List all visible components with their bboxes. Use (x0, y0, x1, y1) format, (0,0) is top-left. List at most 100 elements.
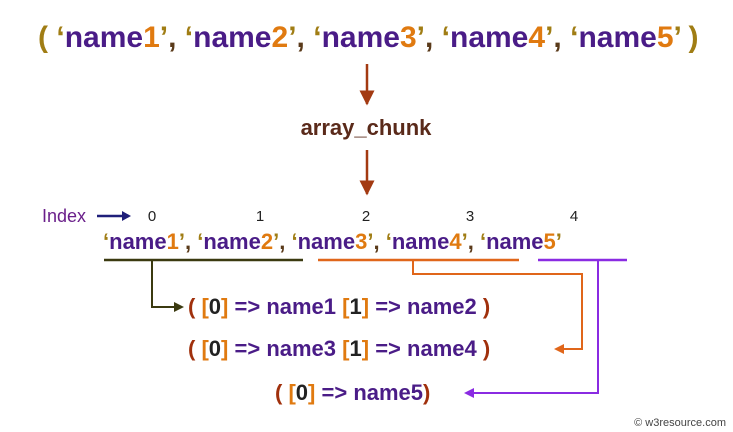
idx-comma-1: , (185, 229, 191, 254)
input-name-5-base: name (578, 21, 656, 54)
idx-quote-close-5: ’ (556, 229, 562, 254)
result-1-value-2: name2 (407, 294, 477, 319)
idx-name-3-base: name (298, 229, 355, 254)
input-close-paren: ) (689, 21, 699, 54)
connector-2-head (554, 344, 564, 354)
result-2-bracket-open-2: [ (342, 336, 350, 361)
result-2-bracket-close-1: ] (221, 336, 228, 361)
comma-3: , (425, 21, 433, 54)
index-3: 3 (466, 208, 474, 225)
quote-close-5: ’ (674, 21, 681, 54)
connector-1-head (174, 302, 184, 312)
input-name-1-digit: 1 (143, 21, 160, 54)
comma-1: , (168, 21, 176, 54)
result-3-open-paren: ( (275, 380, 283, 405)
result-1-key-2: 1 (349, 294, 361, 319)
index-label: Index (42, 206, 86, 226)
result-1-bracket-close-2: ] (362, 294, 369, 319)
input-name-4-base: name (450, 21, 528, 54)
connector-1 (151, 260, 176, 308)
quote-close-2: ’ (288, 21, 296, 54)
result-2: ( [0] => name3 [1] => name4 ) (188, 336, 490, 361)
connector-3 (472, 260, 599, 394)
quote-open-1: ‘ (56, 21, 64, 54)
idx-name-1-base: name (109, 229, 166, 254)
idx-quote-open-5: ‘ (480, 229, 486, 254)
result-3-value-1: name5 (353, 380, 423, 405)
result-1-value-1: name1 (266, 294, 336, 319)
idx-name-2-digit: 2 (261, 229, 273, 254)
result-1-key-1: 0 (209, 294, 221, 319)
result-3-close-paren: ) (423, 380, 430, 405)
result-1-open-paren: ( (188, 294, 196, 319)
result-2-key-2: 1 (349, 336, 361, 361)
result-3-key-1: 0 (296, 380, 308, 405)
idx-name-5-base: name (486, 229, 543, 254)
idx-quote-close-4: ’ (462, 229, 468, 254)
input-name-2-base: name (193, 21, 271, 54)
idx-name-2-base: name (203, 229, 260, 254)
idx-quote-open-3: ‘ (291, 229, 297, 254)
input-name-3-digit: 3 (400, 21, 417, 54)
result-2-arrow-2: => (375, 336, 401, 361)
quote-close-4: ’ (545, 21, 553, 54)
function-label: array_chunk (301, 115, 433, 140)
result-2-close-paren: ) (483, 336, 490, 361)
result-1-arrow-1: => (234, 294, 260, 319)
quote-open-2: ‘ (185, 21, 193, 54)
input-name-2-digit: 2 (272, 21, 289, 54)
indexed-array: ‘name1’, ‘name2’, ‘name3’, ‘name4’, ‘nam… (103, 229, 562, 254)
index-2: 2 (362, 208, 370, 225)
quote-open-4: ‘ (442, 21, 450, 54)
index-0: 0 (148, 208, 156, 225)
result-3-bracket-open-1: [ (288, 380, 296, 405)
idx-name-4-digit: 4 (449, 229, 462, 254)
input-name-3-base: name (322, 21, 400, 54)
idx-quote-open-4: ‘ (386, 229, 392, 254)
connector-3-head (464, 388, 474, 398)
idx-quote-open-1: ‘ (103, 229, 109, 254)
result-2-bracket-open-1: [ (201, 336, 209, 361)
quote-open-5: ‘ (570, 21, 578, 54)
idx-quote-open-2: ‘ (197, 229, 203, 254)
result-3-bracket-close-1: ] (308, 380, 315, 405)
index-arrow-head (122, 211, 131, 221)
index-1: 1 (256, 208, 264, 225)
input-name-5-digit: 5 (657, 21, 674, 54)
result-1: ( [0] => name1 [1] => name2 ) (188, 294, 490, 319)
connector-2 (412, 260, 583, 350)
idx-name-1-digit: 1 (167, 229, 179, 254)
result-1-arrow-2: => (375, 294, 401, 319)
index-4: 4 (570, 208, 578, 225)
idx-name-4-base: name (392, 229, 449, 254)
idx-name-5-digit: 5 (544, 229, 556, 254)
idx-comma-3: , (373, 229, 379, 254)
result-2-arrow-1: => (234, 336, 260, 361)
input-name-1-base: name (65, 21, 143, 54)
idx-quote-close-2: ’ (273, 229, 279, 254)
idx-comma-4: , (468, 229, 474, 254)
idx-quote-close-1: ’ (179, 229, 185, 254)
input-name-4-digit: 4 (528, 21, 545, 54)
result-1-bracket-close-1: ] (221, 294, 228, 319)
result-2-value-2: name4 (407, 336, 477, 361)
result-1-bracket-open-2: [ (342, 294, 350, 319)
input-open-paren: ( (38, 21, 48, 54)
comma-4: , (553, 21, 561, 54)
input-array: ( ‘name1’, ‘name2’, ‘name3’, ‘name4’, ‘n… (38, 21, 699, 54)
credit-text: © w3resource.com (634, 417, 726, 429)
comma-2: , (297, 21, 305, 54)
result-2-open-paren: ( (188, 336, 196, 361)
idx-quote-close-3: ’ (367, 229, 373, 254)
quote-open-3: ‘ (313, 21, 321, 54)
result-2-key-1: 0 (209, 336, 221, 361)
quote-close-3: ’ (417, 21, 425, 54)
quote-close-1: ’ (160, 21, 168, 54)
idx-comma-2: , (279, 229, 285, 254)
result-1-close-paren: ) (483, 294, 490, 319)
result-3: ( [0] => name5) (275, 380, 430, 405)
result-2-bracket-close-2: ] (362, 336, 369, 361)
result-3-arrow-1: => (321, 380, 347, 405)
